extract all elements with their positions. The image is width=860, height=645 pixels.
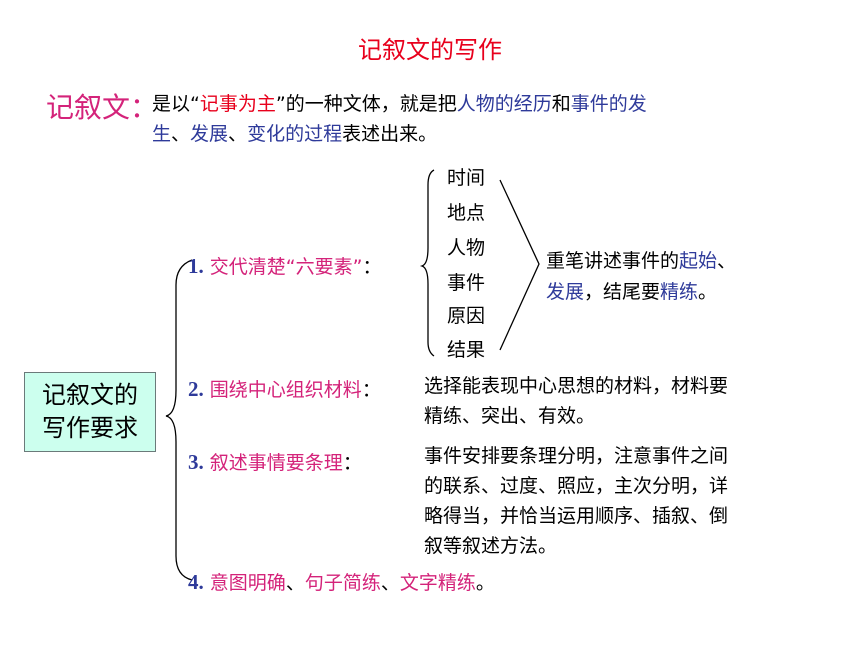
requirement-colon: ：	[362, 256, 382, 278]
requirement-number: 4.	[188, 570, 204, 594]
elements-brace	[419, 169, 435, 357]
requirement-text: 交代清楚“六要素”	[209, 256, 363, 278]
requirement-text: 文字精练	[399, 572, 476, 594]
requirement-3-desc: 的联系、过度、照应，主次分明，详	[424, 475, 729, 497]
def-seg-highlight: 事件的发	[570, 93, 647, 115]
def-seg-highlight: 记事为主	[199, 93, 276, 115]
page-title: 记叙文的写作	[358, 36, 502, 64]
requirement-sep: 、	[285, 572, 305, 594]
element-item: 时间	[447, 167, 486, 189]
emph-seg: ，结尾要	[584, 281, 661, 303]
elements-angle	[499, 179, 540, 351]
requirement-number: 3.	[188, 450, 204, 474]
emphasis-line-2: 发展，结尾要精练。	[546, 277, 717, 308]
requirement-sep: 、	[380, 572, 400, 594]
emph-seg: 重笔讲述事件的	[546, 250, 680, 272]
emph-seg-highlight: 起始	[679, 250, 718, 272]
requirement-text: 意图明确	[209, 572, 286, 594]
requirements-box-line: 写作要求	[42, 414, 138, 442]
requirement-number: 1.	[188, 254, 204, 278]
element-item: 结果	[447, 339, 486, 361]
emph-seg-highlight: 精练	[660, 281, 699, 303]
def-seg-highlight: 变化的过程	[247, 123, 343, 145]
requirement-text: 叙述事情要条理	[209, 452, 343, 474]
requirement-3-desc: 事件安排要条理分明，注意事件之间	[424, 445, 729, 467]
requirement-colon: ：	[361, 379, 381, 401]
emph-seg-highlight: 发展	[546, 281, 585, 303]
definition-line-1: 是以“记事为主”的一种文体，就是把人物的经历和事件的发	[152, 89, 647, 116]
requirements-box: 记叙文的 写作要求	[24, 372, 156, 452]
requirement-3-desc: 叙等叙述方法。	[424, 535, 558, 557]
requirement-2-desc: 选择能表现中心思想的材料，材料要	[424, 375, 729, 397]
requirement-3-desc: 略得当，并恰当运用顺序、插叙、倒	[424, 505, 729, 527]
requirement-2: 2. 围绕中心组织材料：	[188, 375, 381, 402]
main-brace	[165, 259, 193, 581]
def-seg-highlight: 发展	[190, 123, 229, 145]
element-item: 人物	[447, 237, 486, 259]
requirement-3: 3. 叙述事情要条理：	[188, 448, 362, 475]
requirement-number: 2.	[188, 377, 204, 401]
def-seg: 表述出来。	[342, 123, 438, 145]
def-seg: 、	[171, 123, 191, 145]
requirements-box-line: 记叙文的	[42, 381, 138, 409]
emph-seg: 。	[698, 281, 718, 303]
def-seg: 、	[228, 123, 248, 145]
requirement-colon: ：	[342, 452, 362, 474]
definition-label: 记叙文：	[46, 91, 159, 124]
element-item: 地点	[447, 202, 486, 224]
def-seg-highlight: 生	[152, 123, 172, 145]
def-seg: 是以“	[152, 93, 200, 115]
def-seg: 和	[551, 93, 571, 115]
def-seg: ”的一种文体，就是把	[275, 93, 457, 115]
requirement-text: 句子简练	[304, 572, 381, 594]
requirement-text: 围绕中心组织材料	[209, 379, 362, 401]
element-item: 原因	[447, 305, 486, 327]
requirement-1: 1. 交代清楚“六要素”：	[188, 252, 382, 279]
requirement-2-desc: 精练、突出、有效。	[424, 405, 596, 427]
emphasis-line-1: 重笔讲述事件的起始、	[546, 246, 736, 277]
definition-line-2: 生、发展、变化的过程表述出来。	[152, 119, 437, 146]
emph-seg: 、	[717, 250, 737, 272]
def-seg-highlight: 人物的经历	[456, 93, 552, 115]
requirement-sep: 。	[475, 572, 495, 594]
requirement-4: 4. 意图明确、句子简练、文字精练。	[188, 568, 495, 595]
element-item: 事件	[447, 272, 486, 294]
